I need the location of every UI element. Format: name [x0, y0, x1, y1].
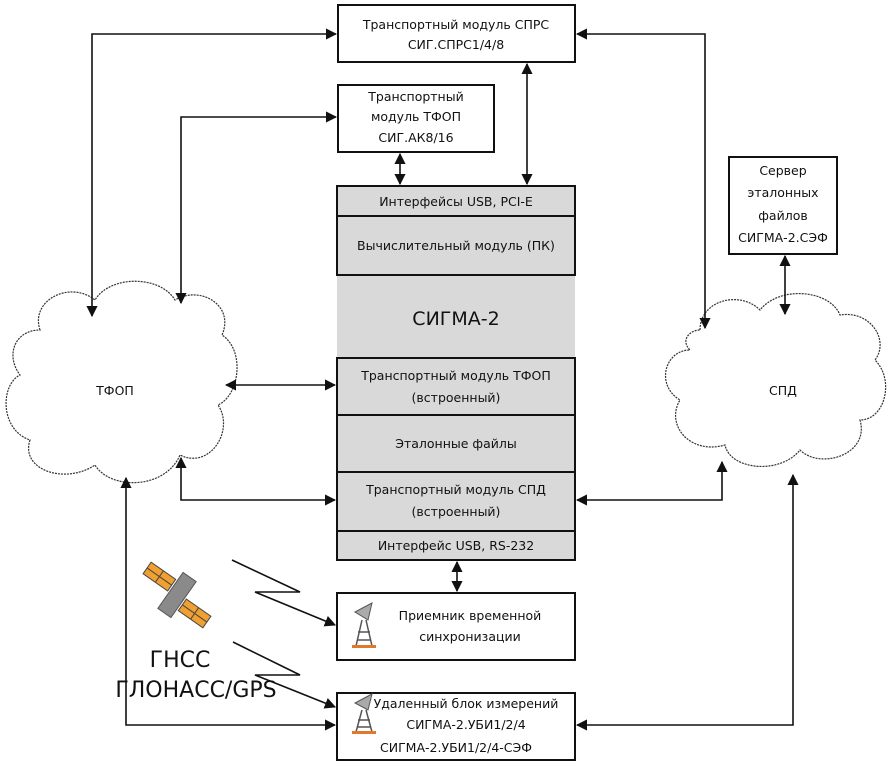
server-line1: Сервер	[759, 163, 806, 178]
tfop-builtin-line2: (встроенный)	[412, 390, 501, 405]
sigma2-stack: Интерфейсы USB, PCI-E Вычислительный мод…	[336, 185, 576, 561]
antenna-tower-icon	[352, 602, 376, 648]
server-line3: файлов	[758, 208, 807, 223]
satellite-icon	[142, 561, 212, 629]
reference-files: Эталонные файлы	[395, 436, 517, 451]
tfop-ext-line2: модуль ТФОП	[371, 109, 461, 124]
compute-module: Вычислительный модуль (ПК)	[357, 238, 555, 253]
tfop-ext-line3: СИГ.АК8/16	[378, 130, 453, 145]
spd-builtin-line2: (встроенный)	[412, 504, 501, 519]
sprs-line1: Транспортный модуль СПРС	[362, 17, 550, 32]
tfop-transport-module: Транспортный модуль ТФОП СИГ.АК8/16	[337, 84, 495, 153]
sprs-line2: СИГ.СПРС1/4/8	[408, 37, 504, 52]
remote-line3: СИГМА-2.УБИ1/2/4-СЭФ	[380, 740, 532, 755]
usb-pcie-interfaces: Интерфейсы USB, PCI-E	[379, 194, 533, 209]
receiver-line1: Приемник временной	[399, 608, 542, 623]
reference-file-server: Сервер эталонных файлов СИГМА-2.СЭФ	[728, 156, 838, 255]
tfop-builtin-line1: Транспортный модуль ТФОП	[360, 368, 551, 383]
server-line2: эталонных	[747, 185, 818, 200]
cloud-tfop-label: ТФОП	[95, 383, 134, 398]
remote-measurement-unit: Удаленный блок измерений СИГМА-2.УБИ1/2/…	[336, 692, 576, 761]
antenna-tower-icon	[352, 693, 376, 734]
spd-builtin-line1: Транспортный модуль СПД	[365, 482, 546, 497]
glonass-gps-label: ГЛОНАСС/GPS	[115, 678, 276, 703]
cloud-spd: СПД	[664, 292, 887, 468]
time-sync-receiver: Приемник временной синхронизации	[336, 592, 576, 661]
connectors	[86, 28, 799, 731]
tfop-ext-line1: Транспортный	[367, 89, 463, 104]
gnss-label: ГНСС	[150, 648, 211, 673]
cloud-spd-label: СПД	[769, 383, 797, 398]
sigma2-title: СИГМА-2	[412, 308, 499, 330]
usb-rs232-interface: Интерфейс USB, RS-232	[378, 538, 534, 553]
server-line4: СИГМА-2.СЭФ	[738, 230, 828, 245]
cloud-tfop: ТФОП	[5, 280, 238, 484]
remote-line2: СИГМА-2.УБИ1/2/4	[406, 717, 525, 732]
sprs-transport-module: Транспортный модуль СПРС СИГ.СПРС1/4/8	[337, 4, 576, 63]
remote-line1: Удаленный блок измерений	[374, 696, 559, 711]
receiver-line2: синхронизации	[419, 629, 521, 644]
